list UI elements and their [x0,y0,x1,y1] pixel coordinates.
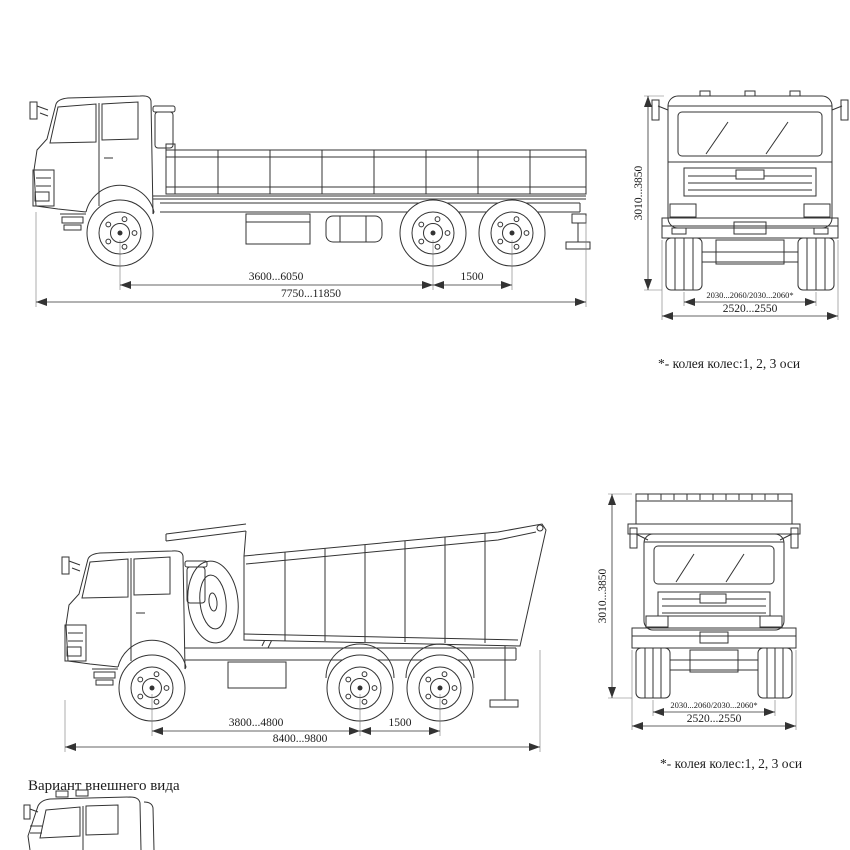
dumper-bogie-dimension: 1500 [389,717,412,729]
variant-caption: Вариант внешнего вида [28,778,180,794]
dumper-height-dimension: 3010...3850 [597,568,609,623]
flatbed-length-dimension: 7750...11850 [281,288,341,300]
spare-wheel [187,560,239,644]
dumper-front-dimensions: 3010...3850 2030...2060/2030...2060* 252… [597,493,802,771]
flatbed-wheels [86,199,546,267]
flatbed-track-note: *- колея колес:1, 2, 3 оси [658,356,800,371]
flatbed-side-view [29,95,591,267]
flatbed-front-dimensions: 3010...3850 2030...2060/2030...2060* 252… [633,95,839,371]
flatbed-wheelbase-dimension: 3600...6050 [249,271,304,283]
dumper-track-note: *- колея колес:1, 2, 3 оси [660,756,802,771]
flatbed-side-dimensions: 3600...6050 1500 7750...11850 [35,212,587,307]
dumper-side-dimensions: 3800...4800 1500 8400...9800 [64,650,541,752]
dumper-front-wheels [635,647,793,699]
dumper-wheels [118,654,474,722]
dumper-length-dimension: 8400...9800 [273,733,328,745]
flatbed-bed [153,143,591,250]
flatbed-bogie-dimension: 1500 [461,271,484,283]
flatbed-track-dimension: 2030...2060/2030...2060* [706,290,793,300]
flatbed-width-dimension: 2520...2550 [723,303,778,315]
dumper-side-view [61,523,547,722]
dumper-track-dimension: 2030...2060/2030...2060* [670,700,757,710]
rear-fenders [325,643,475,679]
dumper-width-dimension: 2520...2550 [687,713,742,725]
flatbed-height-dimension: 3010...3850 [633,165,645,220]
flatbed-front-view [651,90,849,291]
flatbed-front-wheels [665,237,835,291]
dumper-body [165,523,547,647]
variant-truck-partial [23,789,155,850]
dumper-wheelbase-dimension: 3800...4800 [229,717,284,729]
dumper-front-view [627,493,801,699]
